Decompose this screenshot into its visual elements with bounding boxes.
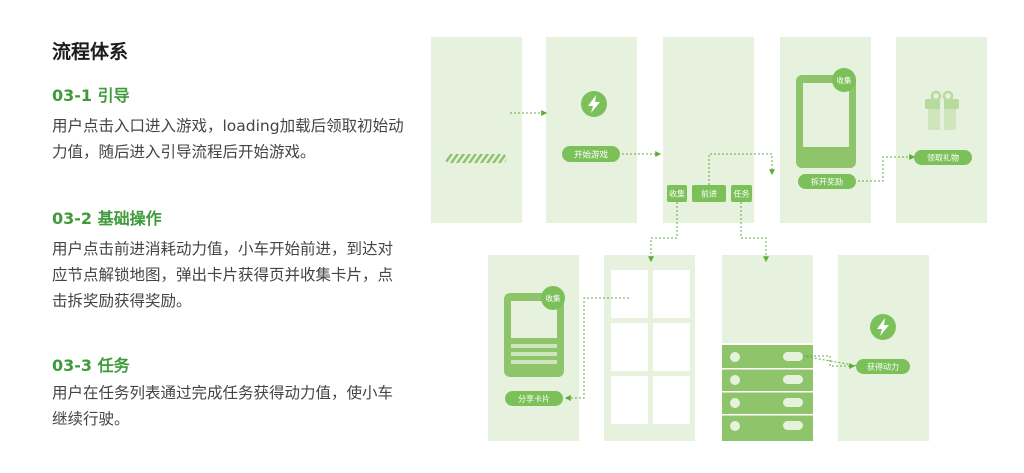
section-heading-basic-ops: 03-2 基础操作 [52, 209, 162, 228]
arrow-task-to-power [806, 355, 856, 369]
claim-gift-label: 领取礼物 [927, 153, 959, 163]
screen-power [838, 255, 929, 441]
start-game-label: 开始游戏 [574, 150, 609, 161]
section-body-guide: 用户点击入口进入游戏，loading加载后领取初始动力值，随后进入引导流程后开始… [52, 117, 404, 161]
section-heading-guide: 03-1 引导 [52, 86, 130, 105]
start-game-button[interactable] [562, 146, 620, 162]
section-body-basic-ops: 用户点击前进消耗动力值，小车开始前进，到达对应节点解锁地图，弹出卡片获得页并收集… [52, 240, 394, 310]
share-card-button[interactable] [505, 391, 563, 406]
open-reward-button[interactable] [798, 174, 856, 189]
get-power-label: 获得动力 [867, 362, 899, 372]
task-button[interactable] [731, 185, 752, 202]
task-label: 任务 [734, 189, 750, 199]
svg-text:收集: 收集 [837, 75, 852, 85]
task-list [722, 343, 813, 441]
gift-icon [925, 90, 959, 130]
progress-stripes-icon [445, 154, 507, 163]
arrow-collection-to-share [564, 297, 629, 401]
open-reward-label: 拆开奖励 [811, 177, 843, 187]
forward-label: 前进 [701, 189, 717, 199]
share-card-label: 分享卡片 [518, 394, 550, 404]
arrow-forward-to-reward [708, 153, 775, 185]
collect-label: 收集 [669, 189, 685, 199]
section-heading-task: 03-3 任务 [52, 356, 130, 375]
arrow-reward-to-gift [858, 154, 916, 182]
description-column: 流程体系 03-1 引导 用户点击入口进入游戏，loading加载后领取初始动力… [0, 0, 420, 473]
collect-button[interactable] [667, 185, 687, 202]
claim-gift-button[interactable] [914, 150, 972, 165]
collect-badge [832, 68, 856, 92]
collect-badge-share [541, 286, 565, 310]
screen-start [546, 37, 637, 223]
get-power-button[interactable] [856, 359, 910, 374]
page-title: 流程体系 [52, 41, 129, 63]
svg-text:收集: 收集 [546, 293, 561, 303]
screen-loading [431, 37, 522, 223]
arrow-task-to-tasklist [740, 202, 769, 263]
forward-button[interactable] [692, 185, 726, 202]
section-body-task: 用户在任务列表通过完成任务获得动力值，使小车继续行驶。 [52, 384, 394, 428]
arrow-collect-to-collection [648, 202, 678, 263]
collection-grid [611, 270, 690, 424]
